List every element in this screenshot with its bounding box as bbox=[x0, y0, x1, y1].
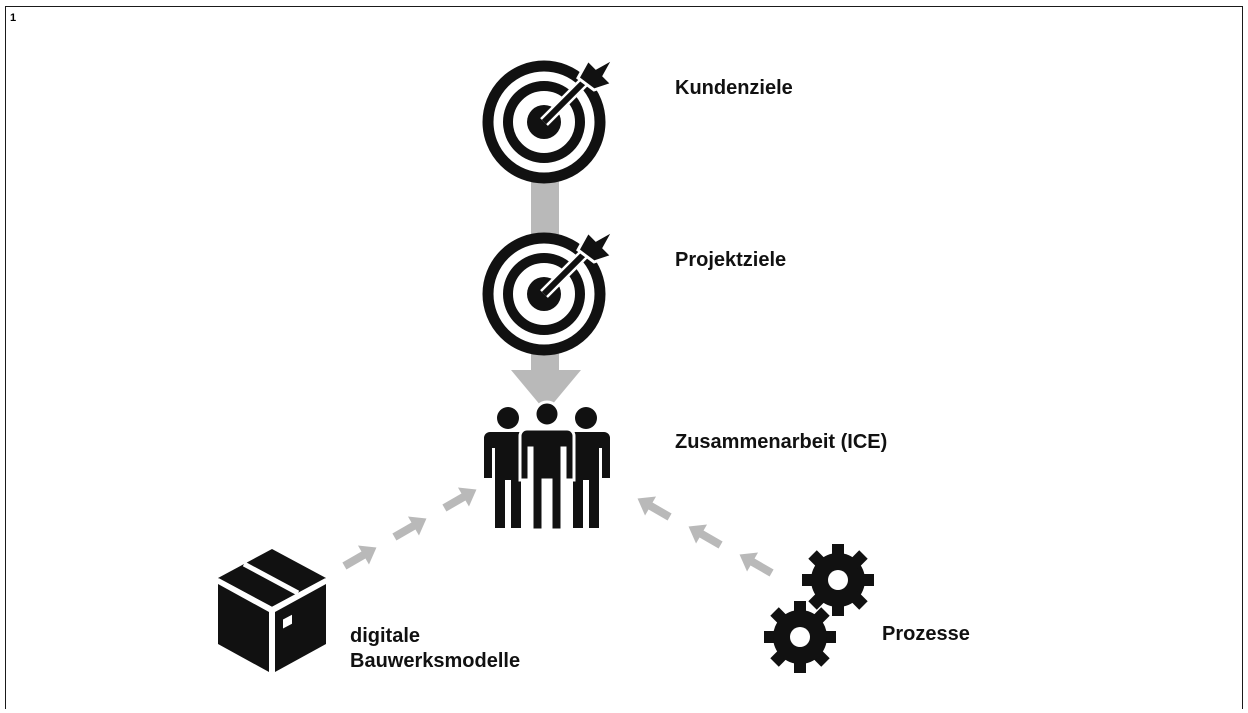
figure-frame bbox=[5, 6, 1243, 709]
customer-goals-label: Kundenziele bbox=[675, 77, 793, 99]
figure-number: 1 bbox=[10, 12, 17, 24]
people-group-icon bbox=[484, 400, 610, 532]
processes-flow-arrows bbox=[637, 496, 774, 577]
target-icon bbox=[482, 226, 618, 356]
project-goals-label: Projektziele bbox=[675, 249, 787, 271]
models-label-line2: Bauwerksmodelle bbox=[350, 650, 521, 672]
models-flow-arrows bbox=[342, 487, 477, 570]
processes-label: Prozesse bbox=[882, 623, 970, 645]
models-label: digitale Bauwerksmodelle bbox=[350, 624, 520, 674]
target-icon bbox=[482, 54, 618, 184]
gears-icon bbox=[764, 544, 874, 673]
collaboration-label: Zusammenarbeit (ICE) bbox=[675, 431, 888, 453]
models-label-line1: digitale bbox=[350, 625, 421, 647]
box-icon bbox=[217, 549, 327, 672]
